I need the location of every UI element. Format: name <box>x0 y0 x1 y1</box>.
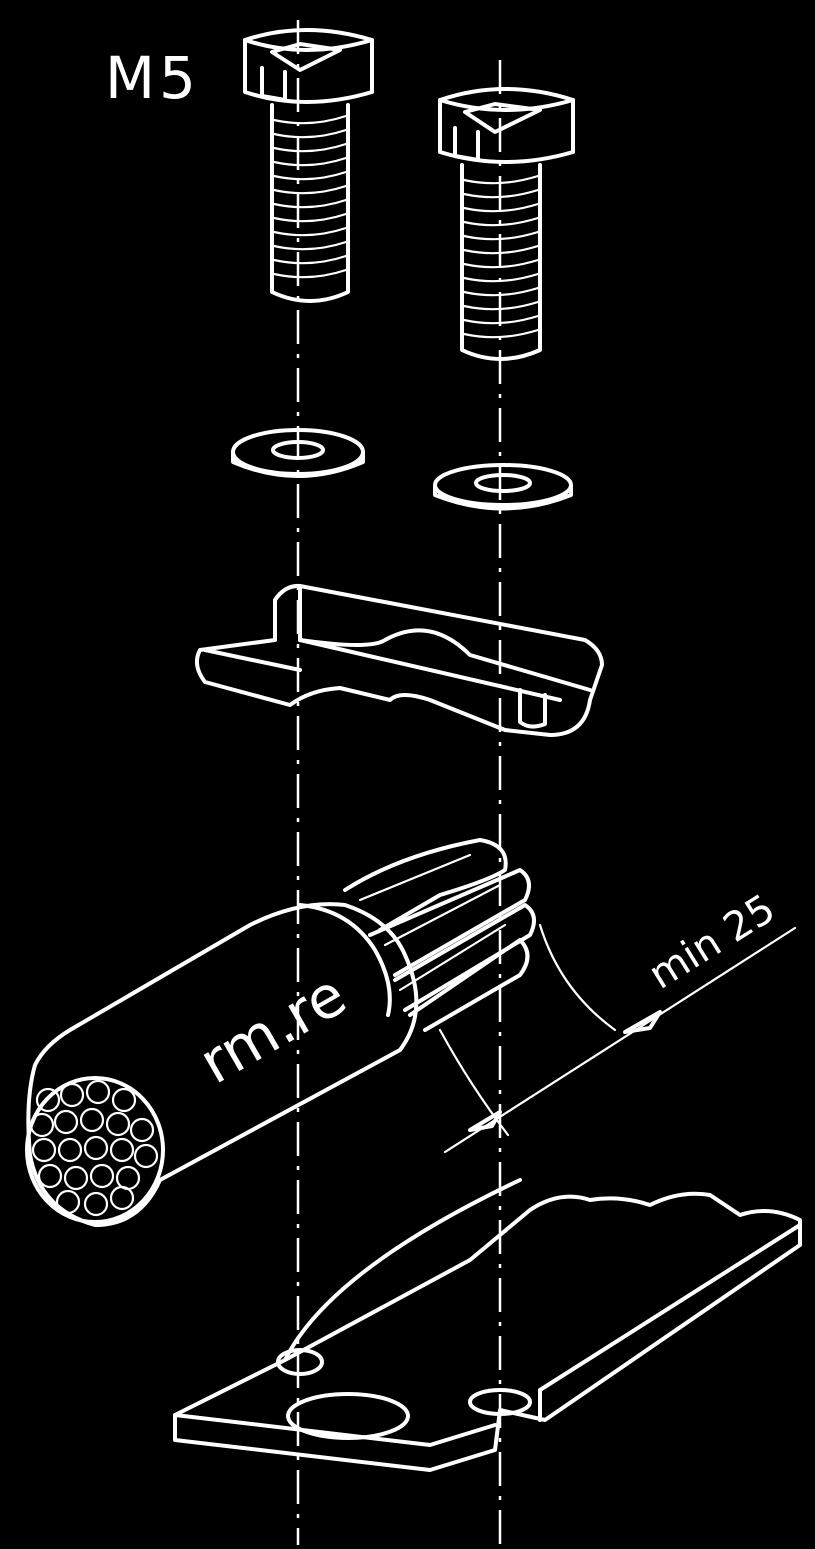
screw-left <box>243 28 374 303</box>
screw-left-threads <box>272 114 348 279</box>
screw-right <box>438 87 575 361</box>
exposed-strands <box>343 838 536 1032</box>
base-lug <box>173 1178 802 1472</box>
washer-right <box>433 463 573 511</box>
cable-end-strands <box>25 1076 165 1224</box>
center-axis-lines <box>296 20 502 1545</box>
screw-right-threads <box>462 174 540 339</box>
screw-size-label: M5 <box>105 44 200 112</box>
clamp-plate <box>194 583 604 737</box>
washer-left <box>231 428 365 478</box>
